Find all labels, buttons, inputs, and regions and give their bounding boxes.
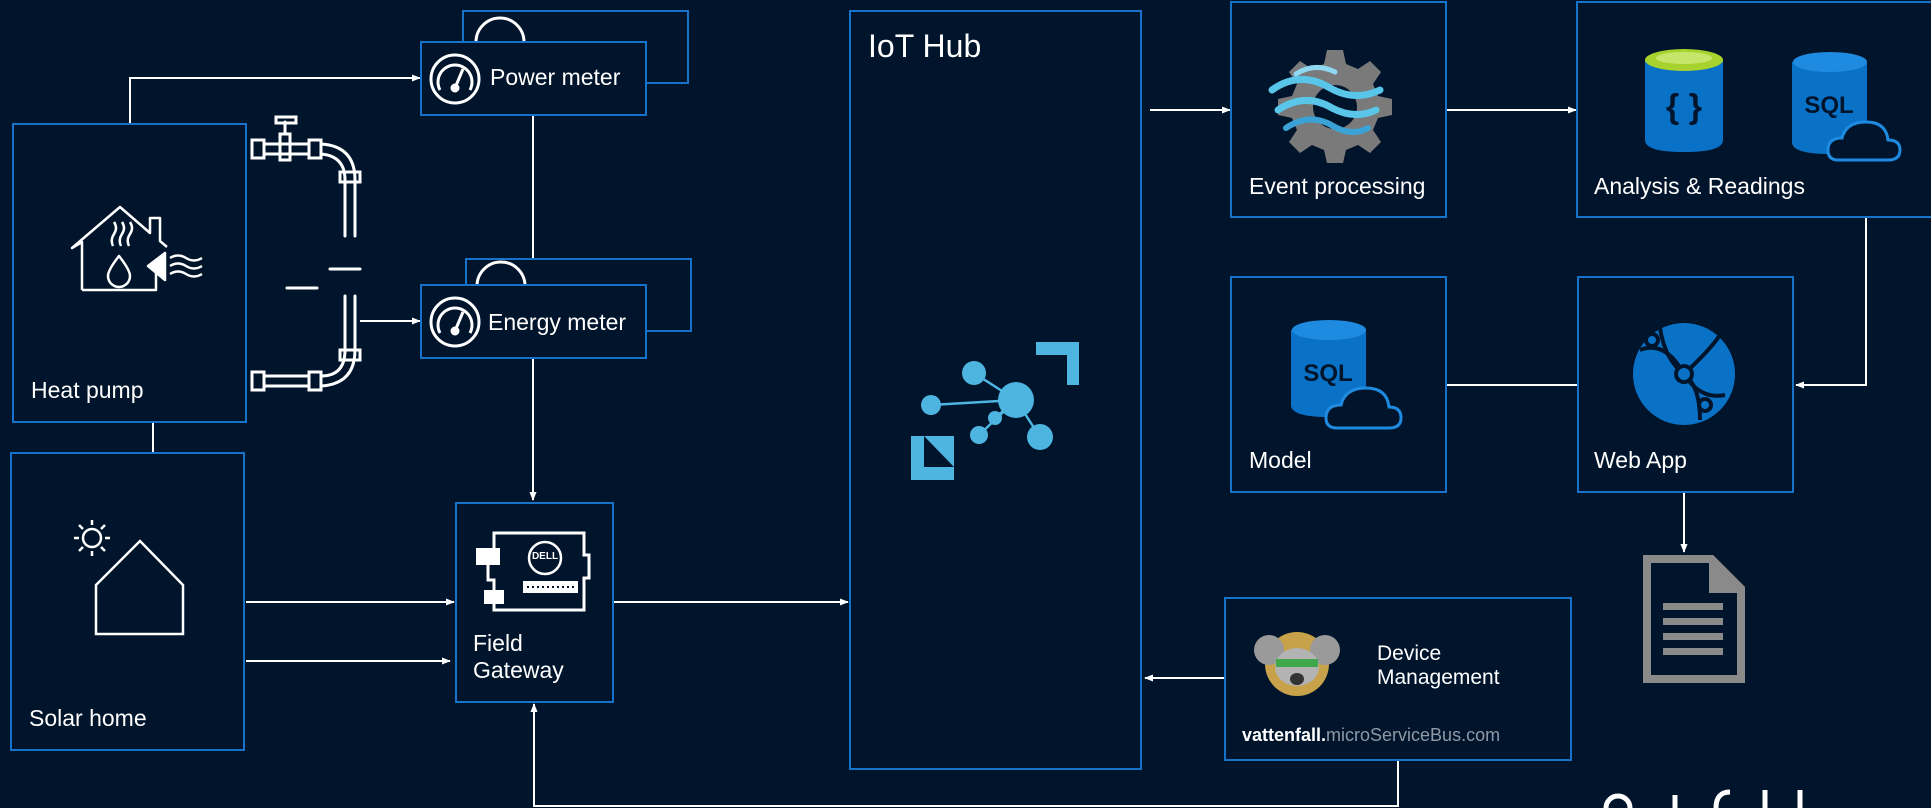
pipe-icon — [250, 115, 362, 392]
iot-hub-title: IoT Hub — [868, 28, 982, 64]
cosmos-db-json-icon — [1645, 49, 1723, 152]
brand-bold-part: vattenfall. — [1242, 725, 1327, 745]
analysis-sql-icon-text: SQL — [1804, 92, 1853, 119]
document-icon — [1643, 555, 1745, 683]
heat-pump-house-icon — [70, 205, 203, 292]
field-gateway-label-line1: Field — [473, 630, 523, 656]
heat-pump-label: Heat pump — [31, 377, 144, 403]
web-app-globe-icon — [1633, 323, 1735, 425]
device-management-label-line1: Device — [1377, 642, 1442, 665]
edge-heatpump-powermeter — [129, 74, 421, 124]
koala-avatar-icon — [1254, 632, 1340, 696]
stream-analytics-gear-icon — [1268, 50, 1392, 163]
connectors — [129, 74, 1867, 807]
dell-logo-text: DELL — [531, 551, 559, 562]
model-label: Model — [1249, 447, 1312, 473]
analysis-readings-label: Analysis & Readings — [1594, 173, 1805, 199]
brand-domain-part: microServiceBus.com — [1326, 725, 1501, 745]
power-meter-gauge-icon — [429, 53, 481, 105]
model-sql-database-icon — [1291, 320, 1403, 430]
iot-hub-icon — [911, 342, 1079, 480]
web-app-label: Web App — [1594, 447, 1687, 473]
event-processing-box[interactable] — [1230, 1, 1447, 218]
energy-meter-gauge-icon — [429, 296, 481, 348]
energy-meter-label: Energy meter — [488, 309, 627, 335]
microservicebus-brand[interactable]: vattenfall.microServiceBus.com — [1242, 720, 1500, 747]
edge-devicemgmt-gateway — [530, 703, 1399, 807]
bottom-right-cropped-text — [1603, 789, 1803, 808]
web-app-box[interactable] — [1577, 276, 1794, 493]
sql-database-icon — [1792, 52, 1902, 162]
heat-pump-box[interactable] — [12, 123, 247, 423]
solar-home-label: Solar home — [29, 705, 147, 731]
event-processing-label: Event processing — [1249, 173, 1426, 199]
device-management-label-line2: Management — [1377, 666, 1500, 689]
model-box[interactable] — [1230, 276, 1447, 493]
back-gauges — [474, 16, 527, 287]
solar-home-box[interactable] — [10, 452, 245, 751]
model-sql-icon-text: SQL — [1303, 360, 1352, 387]
energy-meter-back-gauge-icon — [475, 260, 527, 287]
device-management-box[interactable] — [1224, 597, 1572, 761]
cosmos-json-icon-text: { } — [1666, 88, 1702, 126]
power-meter-back-gauge-icon — [474, 16, 526, 43]
dell-gateway-board-icon — [476, 531, 591, 612]
field-gateway-box[interactable] — [455, 502, 614, 703]
edge-analysis-webapp — [1795, 218, 1867, 389]
field-gateway-label-line2: Gateway — [473, 657, 564, 683]
solar-home-icon — [74, 520, 185, 636]
power-meter-label: Power meter — [490, 64, 621, 90]
analysis-readings-box[interactable] — [1576, 1, 1931, 218]
iot-hub-box[interactable] — [849, 10, 1142, 770]
